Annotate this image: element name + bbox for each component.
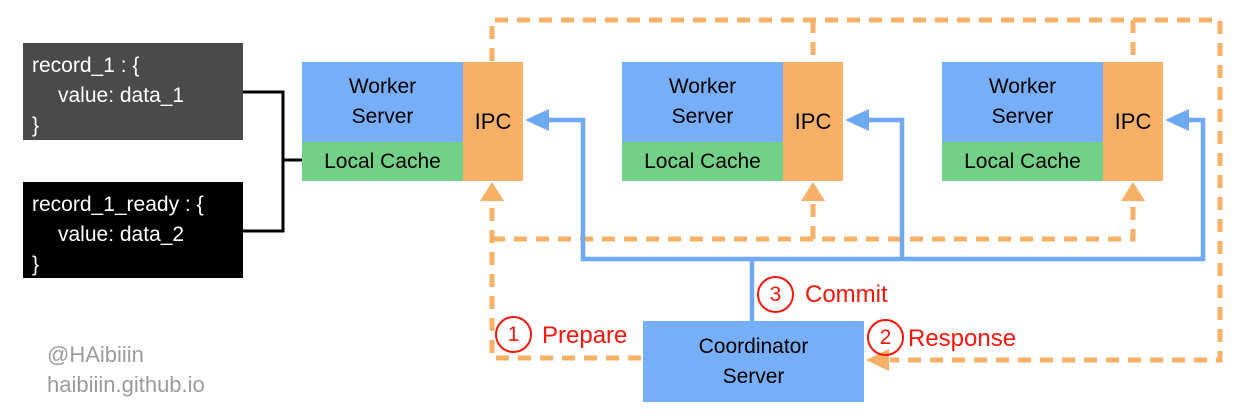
worker-2-title: Worker Server [622, 62, 783, 142]
worker-server-node-1: Worker Server Local Cache IPC [302, 62, 523, 181]
record-connector-line [243, 90, 285, 233]
coordinator-server-node: Coordinator Server [643, 321, 864, 402]
step-2-circle: 2 [867, 319, 904, 356]
commit-bus-line [548, 117, 1206, 262]
commit-arrowhead-ipc2 [845, 109, 869, 131]
record-1-line-3: } [32, 114, 40, 137]
response-dashed-path [489, 17, 1223, 363]
worker-2-title-line1: Worker [668, 75, 737, 98]
worker-2-ipc: IPC [783, 62, 843, 181]
worker-1-local-cache: Local Cache [302, 142, 463, 181]
step-3-circle: 3 [757, 276, 794, 313]
record-box-2: record_1_ready : { value: data_2 } [23, 182, 243, 278]
worker-2-title-line2: Server [671, 105, 734, 128]
coordinator-title-line1: Coordinator [698, 334, 809, 358]
worker-1-title: Worker Server [302, 62, 463, 142]
worker-3-title-line1: Worker [988, 75, 1057, 98]
worker-1-title-line1: Worker [348, 75, 417, 98]
coordinator-title-line2: Server [722, 364, 785, 388]
commit-arrowhead-ipc1 [525, 109, 549, 131]
watermark-handle: @HAibiiin [47, 342, 144, 367]
step-3-number: 3 [769, 282, 782, 306]
worker-server-node-3: Worker Server Local Cache IPC [942, 62, 1163, 181]
record-1-line-1: record_1 : { [32, 54, 140, 77]
prepare-branch-dashed-path [492, 204, 1136, 242]
record-box-1: record_1 : { value: data_1 } [23, 43, 243, 140]
step-1-number: 1 [507, 322, 520, 346]
step-2-number: 2 [879, 325, 892, 349]
record-2-line-1: record_1_ready : { [32, 193, 204, 216]
record-1-line-2: value: data_1 [58, 84, 185, 107]
worker-3-ipc: IPC [1103, 62, 1163, 181]
worker-2-local-cache: Local Cache [622, 142, 783, 181]
worker-3-title: Worker Server [942, 62, 1103, 142]
prepare-arrowhead-ipc1 [480, 182, 504, 201]
record-2-line-2: value: data_2 [58, 223, 185, 246]
worker-1-ipc: IPC [463, 62, 523, 181]
watermark-url: haibiiin.github.io [47, 372, 205, 397]
commit-ipc2-branch-line [868, 117, 905, 259]
worker-1-title-line2: Server [351, 105, 414, 128]
step-1-circle: 1 [495, 316, 532, 353]
step-1-prepare-label: Prepare [542, 322, 628, 349]
step-3-commit-label: Commit [805, 281, 888, 308]
prepare-arrowhead-ipc2 [801, 182, 825, 201]
prepare-dashed-path [489, 202, 641, 361]
prepare-arrowhead-ipc3 [1121, 182, 1145, 201]
commit-arrowhead-ipc3 [1165, 109, 1189, 131]
worker-3-local-cache: Local Cache [942, 142, 1103, 181]
step-2-response-label: Response [908, 325, 1017, 352]
worker-server-node-2: Worker Server Local Cache IPC [622, 62, 843, 181]
record-2-line-3: } [32, 253, 40, 276]
worker-3-title-line2: Server [991, 105, 1054, 128]
